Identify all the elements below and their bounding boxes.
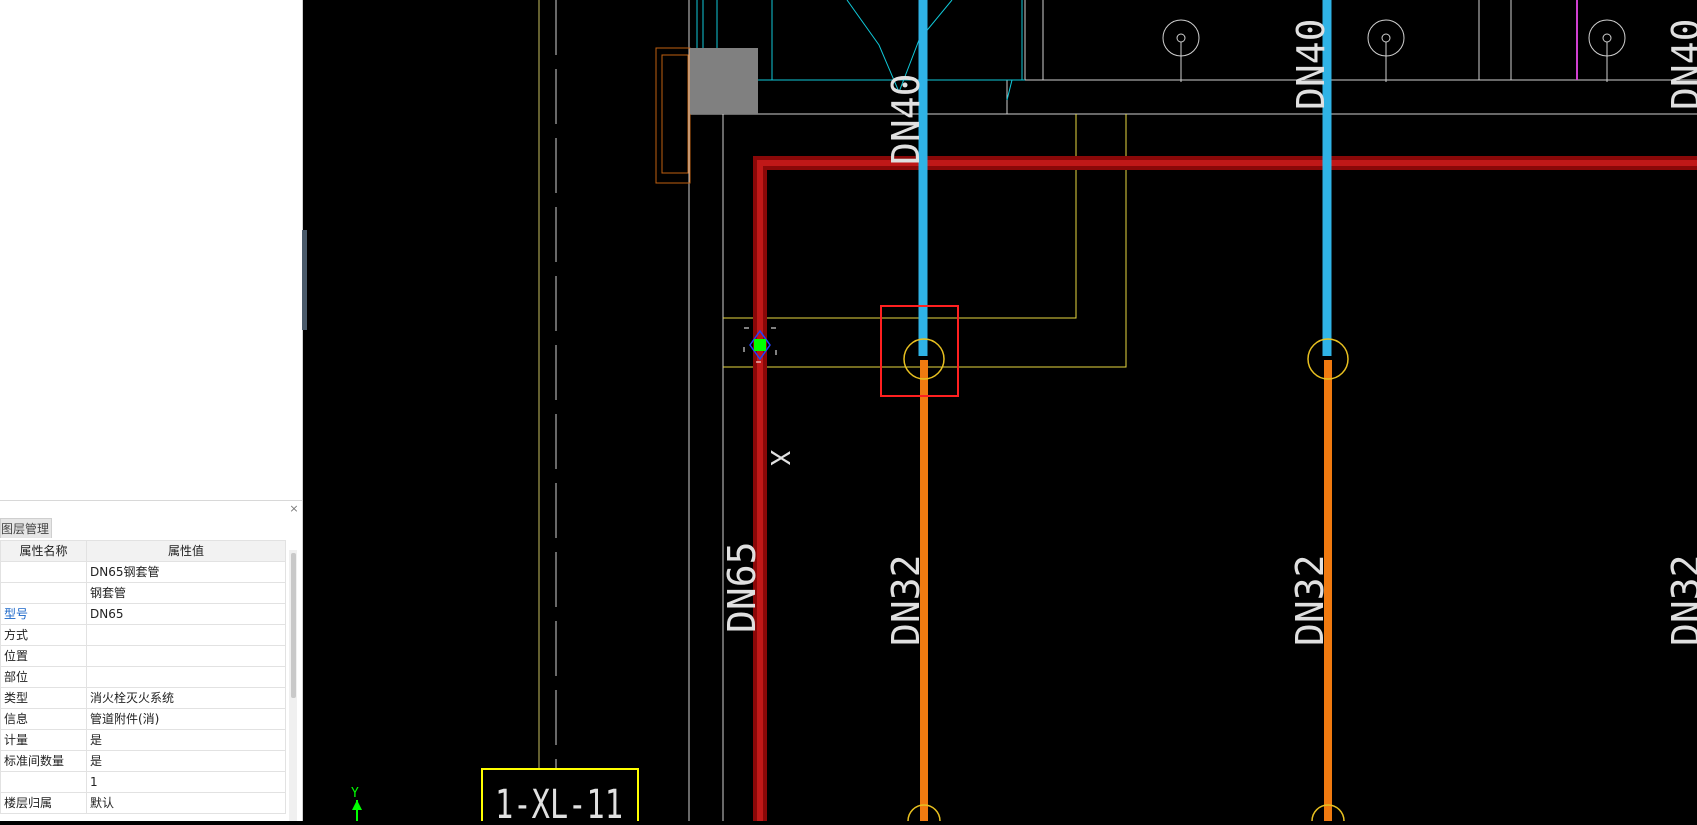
property-value-cell[interactable]: DN65钢套管: [86, 561, 286, 583]
property-value-cell[interactable]: 消火栓灭火系统: [86, 687, 286, 709]
property-name-cell[interactable]: [0, 771, 87, 793]
selection-box[interactable]: [880, 305, 959, 397]
svg-text:Y: Y: [351, 786, 359, 801]
pipe-size-label: DN40: [1664, 18, 1697, 110]
pipe-size-label: DN65: [720, 541, 764, 633]
property-row[interactable]: 钢套管: [0, 582, 286, 604]
property-value-cell[interactable]: [86, 645, 286, 667]
property-name-cell[interactable]: 标准间数量: [0, 750, 87, 772]
property-row[interactable]: 部位: [0, 666, 286, 688]
property-name-cell[interactable]: 型号: [0, 603, 87, 625]
cad-canvas[interactable]: X DN40 DN40 DN40 DN65 DN32 DN32 DN32 1-X…: [307, 0, 1697, 825]
property-value-cell[interactable]: [86, 624, 286, 646]
property-row[interactable]: DN65钢套管: [0, 561, 286, 583]
property-row[interactable]: 楼层归属默认: [0, 792, 286, 814]
property-value-cell[interactable]: 管道附件(消): [86, 708, 286, 730]
red-pipe[interactable]: [753, 156, 1697, 821]
property-name-cell[interactable]: 部位: [0, 666, 87, 688]
panel-empty-area: [0, 0, 302, 500]
property-row[interactable]: 标准间数量是: [0, 750, 286, 772]
panel-collapse-handle[interactable]: [302, 230, 307, 330]
cyan-line: [846, 0, 953, 94]
yellow-line: [723, 114, 1127, 368]
property-row[interactable]: 类型消火栓灭火系统: [0, 687, 286, 709]
x-mark: X: [764, 450, 794, 466]
property-name-cell[interactable]: 楼层归属: [0, 792, 87, 814]
fixture-symbols: [1162, 19, 1626, 82]
riser-tag-label: 1-XL-11: [495, 782, 623, 821]
scrollbar-thumb[interactable]: [291, 553, 296, 698]
property-name-cell[interactable]: 计量: [0, 729, 87, 751]
property-row[interactable]: 计量是: [0, 729, 286, 751]
drawing-svg[interactable]: X DN40 DN40 DN40 DN65 DN32 DN32 DN32 1-X…: [307, 0, 1697, 825]
pipe-size-label: DN32: [1664, 554, 1697, 646]
property-value-cell[interactable]: 1: [86, 771, 286, 793]
property-name-cell[interactable]: 类型: [0, 687, 87, 709]
pipe-size-label: DN32: [1288, 554, 1332, 646]
column-header-name: 属性名称: [0, 540, 87, 562]
yellow-line: [723, 114, 1077, 319]
table-header-row: 属性名称 属性值: [0, 540, 286, 562]
steel-sleeve-selected[interactable]: [743, 327, 777, 363]
property-value-cell[interactable]: 钢套管: [86, 582, 286, 604]
panel-divider: [0, 500, 302, 501]
column-header-value: 属性值: [86, 540, 286, 562]
property-value-cell[interactable]: 是: [86, 750, 286, 772]
property-name-cell[interactable]: 位置: [0, 645, 87, 667]
riser-circle[interactable]: [1307, 338, 1349, 380]
column-solid: [690, 48, 758, 114]
property-row[interactable]: 方式: [0, 624, 286, 646]
property-name-cell[interactable]: 方式: [0, 624, 87, 646]
red-pipe-core: [757, 160, 1697, 821]
column-outline-inner: [661, 54, 689, 174]
property-value-cell[interactable]: [86, 666, 286, 688]
property-row[interactable]: 信息管道附件(消): [0, 708, 286, 730]
pipe-size-label: DN40: [1289, 18, 1333, 110]
property-name-cell[interactable]: 信息: [0, 708, 87, 730]
close-icon[interactable]: ×: [289, 502, 299, 515]
property-value-cell[interactable]: 默认: [86, 792, 286, 814]
property-value-cell[interactable]: DN65: [86, 603, 286, 625]
riser-circle[interactable]: [903, 338, 945, 380]
property-name-cell[interactable]: [0, 561, 87, 583]
pipe-size-label: DN40: [884, 73, 928, 165]
grip-point[interactable]: [754, 339, 766, 351]
cyan-line: [1006, 79, 1013, 101]
tab-layer-management[interactable]: 图层管理: [0, 518, 52, 538]
pipe-size-label: DN32: [884, 554, 928, 646]
ucs-axis-icon: Y: [351, 786, 362, 821]
property-row[interactable]: 位置: [0, 645, 286, 667]
property-name-cell[interactable]: [0, 582, 87, 604]
property-value-cell[interactable]: 是: [86, 729, 286, 751]
property-row[interactable]: 1: [0, 771, 286, 793]
riser-tag-box[interactable]: [481, 768, 639, 825]
column-outline: [655, 47, 691, 184]
